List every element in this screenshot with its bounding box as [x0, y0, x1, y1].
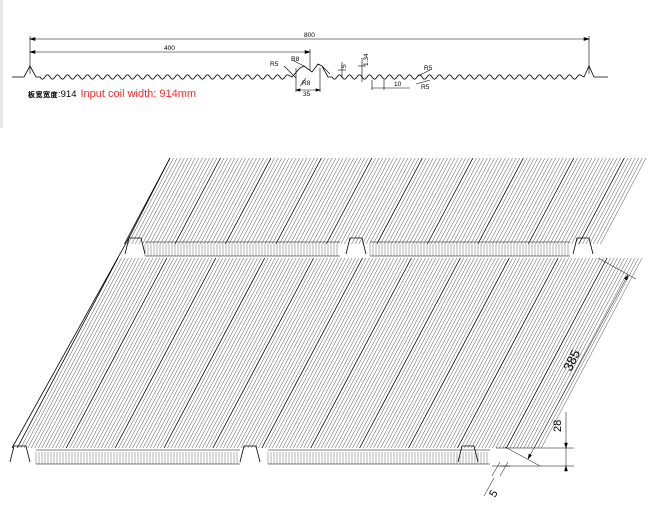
dim-line-385	[527, 274, 629, 460]
coil-width-value: :914	[58, 89, 77, 100]
left-edge-bar	[0, 0, 3, 128]
radius-label-r8-bottom: R8	[302, 80, 311, 87]
profile-section	[12, 36, 608, 92]
profile-labels: 800 400 R5 R8 R8 35 5 1.34 10 R5 R5	[164, 32, 433, 98]
coil-width-cn-label: 板宽宽度	[28, 92, 58, 99]
dim-label-400: 400	[164, 45, 175, 52]
dim-label-5: 5	[341, 64, 348, 68]
dim-line-5	[491, 461, 501, 477]
radius-label-r8-top: R8	[291, 56, 300, 63]
dim-label-385: 385	[560, 347, 583, 373]
coil-width-note-red: Input coil width: 914mm	[80, 88, 197, 100]
dim-label-800: 800	[304, 32, 315, 39]
panel-labels: 385 28 5	[487, 347, 583, 499]
radius-label-r5-right-top: R5	[424, 65, 433, 72]
dim-label-1-34: 1.34	[363, 53, 370, 66]
dim-label-panel-5: 5	[487, 488, 500, 499]
dim-label-28: 28	[552, 420, 564, 432]
dim-label-35: 35	[303, 91, 311, 98]
dim-label-10: 10	[394, 81, 402, 88]
profile-wave	[12, 63, 608, 80]
panel-drawing	[9, 157, 647, 497]
radius-label-r5-right-bottom: R5	[421, 84, 430, 91]
radius-label-r5-left: R5	[270, 61, 279, 68]
